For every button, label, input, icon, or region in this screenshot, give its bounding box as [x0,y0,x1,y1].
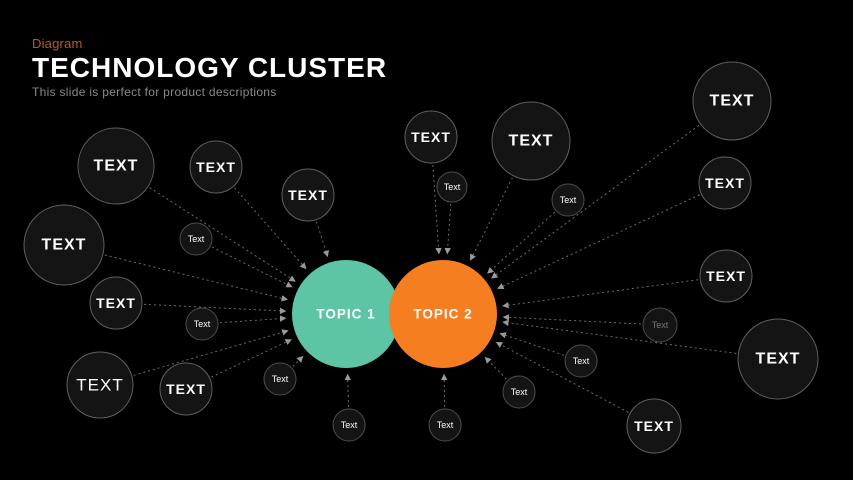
cluster-node-circle[interactable] [692,61,772,141]
connector-arrow [470,177,513,261]
connector-arrow [292,355,304,367]
cluster-node-circle[interactable] [23,204,105,286]
cluster-node-circle[interactable] [502,375,536,409]
connector-arrow [149,187,296,282]
cluster-node-circle[interactable] [404,110,458,164]
cluster-node-circle[interactable] [698,156,752,210]
cluster-node-circle[interactable] [89,276,143,330]
cluster-node-label: Text [444,182,461,192]
connector-arrow [316,221,329,258]
cluster-node-circle[interactable] [551,183,585,217]
topic-label-topic1: TOPIC 1 [316,307,375,322]
cluster-node-circle[interactable] [332,408,366,442]
connector-arrow [502,319,737,354]
connector-arrow [487,211,556,274]
connector-arrow [440,373,448,408]
cluster-node-label: Text [437,420,454,430]
cluster-node-circle[interactable] [189,140,243,194]
connector-arrow [104,254,289,302]
connector-arrow [502,279,699,309]
connector-arrow [484,356,507,380]
connector-arrow [133,329,289,376]
connector-arrow [432,164,442,255]
cluster-node-label: Text [194,319,211,329]
cluster-node-circle[interactable] [263,362,297,396]
cluster-node-circle[interactable] [428,408,462,442]
cluster-node-circle[interactable] [737,318,819,400]
cluster-node-circle[interactable] [626,398,682,454]
cluster-node-label: TEXT [705,175,745,191]
cluster-node-label: TEXT [166,381,206,397]
connector-arrow [344,373,352,408]
cluster-node-label: TEXT [196,159,236,175]
connector-arrow [219,315,287,324]
topic-circle-topic2[interactable] [389,260,497,368]
cluster-node-circle[interactable] [281,168,335,222]
cluster-node-circle[interactable] [77,127,155,205]
cluster-node-label: TEXT [634,418,674,434]
cluster-node-circle[interactable] [185,307,219,341]
connector-arrow [143,303,287,315]
cluster-node-label: TEXT [756,351,801,368]
cluster-node-label: TEXT [42,237,87,254]
cluster-node-circle[interactable] [159,362,213,416]
cluster-node-circle[interactable] [491,101,571,181]
cluster-node-label: TEXT [288,187,328,203]
cluster-node-circle[interactable] [699,249,753,303]
connector-arrow [444,203,452,255]
cluster-node-label: Text [652,320,669,330]
cluster-node-label: TEXT [509,133,554,150]
cluster-node-label: Text [272,374,289,384]
cluster-node-circle[interactable] [436,171,468,203]
topic-circle-topic1[interactable] [292,260,400,368]
cluster-node-circle[interactable] [564,344,598,378]
cluster-node-label: TEXT [710,93,755,110]
cluster-node-label: Text [188,234,205,244]
cluster-node-label: Text [560,195,577,205]
cluster-node-circle[interactable] [66,351,134,419]
topic-label-topic2: TOPIC 2 [413,307,472,322]
cluster-node-label: Text [511,387,528,397]
cluster-node-circle[interactable] [642,307,678,343]
connector-arrow [499,332,565,356]
cluster-node-label: TEXT [411,129,451,145]
connector-arrow [502,314,642,325]
cluster-node-label: Text [573,356,590,366]
cluster-node-label: Text [341,420,358,430]
cluster-node-label: TEXT [96,295,136,311]
cluster-node-label: TEXT [94,158,139,175]
cluster-node-label: TEXT [76,376,123,395]
cluster-node-label: TEXT [706,268,746,284]
connector-arrow [497,194,700,290]
cluster-node-circle[interactable] [179,222,213,256]
